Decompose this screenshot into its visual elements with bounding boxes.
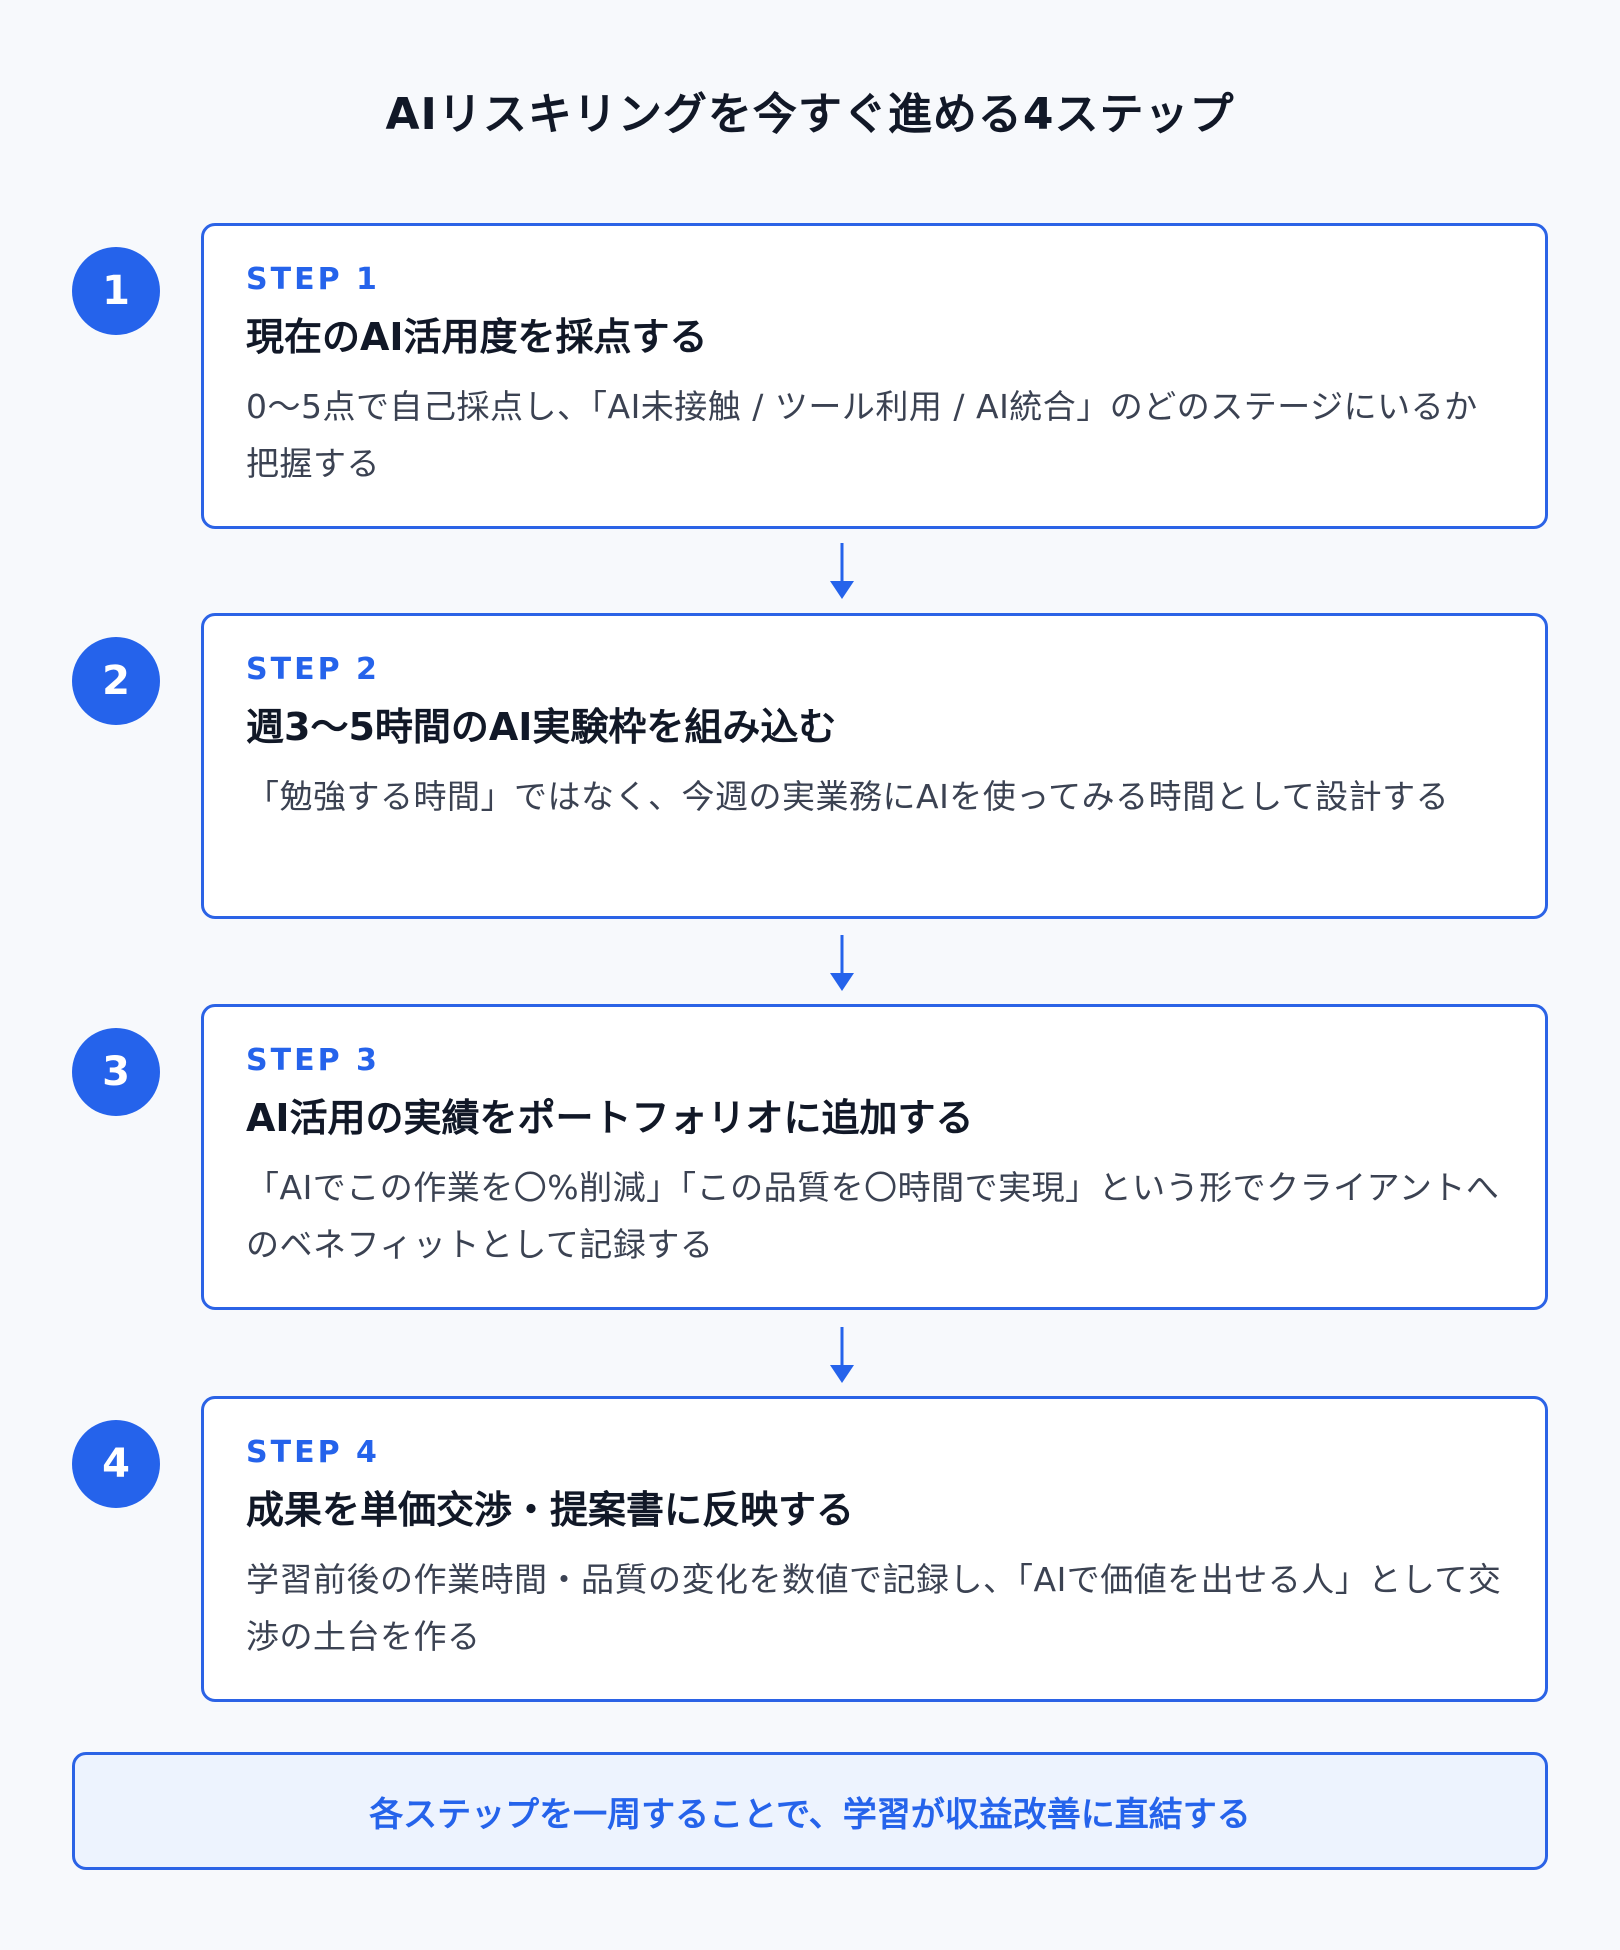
step-label: STEP 2 <box>246 652 380 687</box>
step-heading: 現在のAI活用度を採点する <box>246 315 708 359</box>
step-description: 0〜5点で自己採点し、「AI未接触 / ツール利用 / AI統合」のどのステージ… <box>246 387 1478 483</box>
step-card: STEP 1 現在のAI活用度を採点する 0〜5点で自己採点し、「AI未接触 /… <box>201 223 1548 529</box>
step-description: 「勉強する時間」ではなく、今週の実業務にAIを使ってみる時間として設計する <box>246 777 1450 816</box>
step-number-badge: 4 <box>72 1420 160 1508</box>
step-description: 学習前後の作業時間・品質の変化を数値で記録し、「AIで価値を出せる人」として交渉… <box>246 1560 1502 1656</box>
step-label: STEP 1 <box>246 262 380 297</box>
step-heading: 週3〜5時間のAI実験枠を組み込む <box>246 705 837 749</box>
step-heading: AI活用の実績をポートフォリオに追加する <box>246 1096 974 1140</box>
step-number-badge: 2 <box>72 637 160 725</box>
down-arrow-icon <box>830 1327 854 1383</box>
step-heading: 成果を単価交渉・提案書に反映する <box>246 1488 855 1532</box>
step-number-badge: 3 <box>72 1028 160 1116</box>
down-arrow-icon <box>830 935 854 991</box>
step-card: STEP 3 AI活用の実績をポートフォリオに追加する 「AIでこの作業を〇%削… <box>201 1004 1548 1310</box>
step-label: STEP 3 <box>246 1043 380 1078</box>
step-card: STEP 4 成果を単価交渉・提案書に反映する 学習前後の作業時間・品質の変化を… <box>201 1396 1548 1702</box>
summary-box: 各ステップを一周することで、学習が収益改善に直結する <box>72 1752 1548 1870</box>
down-arrow-icon <box>830 543 854 599</box>
step-number-badge: 1 <box>72 247 160 335</box>
step-label: STEP 4 <box>246 1435 380 1470</box>
step-description: 「AIでこの作業を〇%削減」「この品質を〇時間で実現」という形でクライアントへの… <box>246 1168 1500 1264</box>
page-title: AIリスキリングを今すぐ進める4ステップ <box>385 89 1235 140</box>
step-card: STEP 2 週3〜5時間のAI実験枠を組み込む 「勉強する時間」ではなく、今週… <box>201 613 1548 919</box>
